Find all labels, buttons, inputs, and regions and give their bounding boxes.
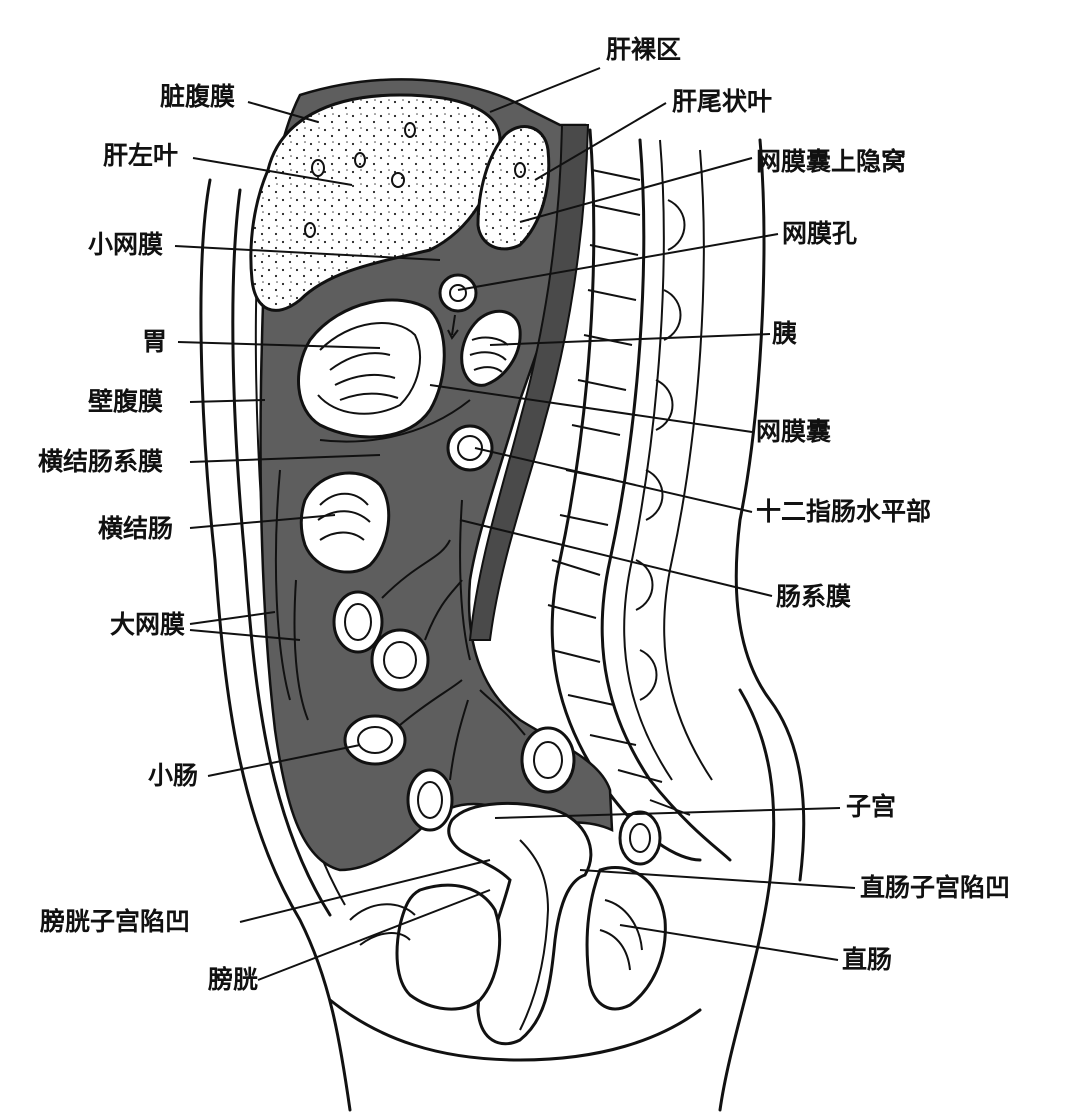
label-wang-mo-nang-shang-yin-wo: 网膜囊上隐窝 bbox=[756, 147, 906, 176]
label-pang-guang: 膀胱 bbox=[207, 965, 258, 994]
label-shi-er-zhi-chang-shui-ping-bu: 十二指肠水平部 bbox=[756, 497, 931, 526]
small-intestine-loops bbox=[332, 539, 576, 832]
transverse-mesocolon-line bbox=[319, 399, 471, 443]
label-zi-gong: 子宫 bbox=[846, 792, 896, 821]
vertebral-column bbox=[547, 128, 732, 862]
greater-omentum-fold bbox=[274, 469, 309, 721]
label-pang-guang-zi-gong-xian-ao: 膀胱子宫陷凹 bbox=[39, 907, 190, 936]
label-xiao-wang-mo: 小网膜 bbox=[88, 230, 163, 259]
labels: 肝裸区 脏腹膜 肝尾状叶 肝左叶 网膜囊上隐窝 小网膜 网膜孔 胃 胰 壁腹膜 … bbox=[38, 35, 1010, 994]
label-gan-wei-zhuang-ye: 肝尾状叶 bbox=[672, 87, 772, 116]
liver-left-lobe-shape bbox=[249, 93, 502, 312]
rectum-upper-loop bbox=[618, 810, 662, 866]
label-wang-mo-kong: 网膜孔 bbox=[782, 219, 857, 248]
stomach-shape bbox=[297, 298, 446, 439]
label-zhi-chang-zi-gong-xian-ao: 直肠子宫陷凹 bbox=[860, 873, 1010, 902]
label-gan-zuo-ye: 肝左叶 bbox=[103, 141, 178, 170]
transverse-colon-shape bbox=[299, 471, 391, 574]
liver-vessels bbox=[304, 122, 526, 238]
great-vessel-band bbox=[468, 124, 590, 641]
label-wang-mo-nang: 网膜囊 bbox=[756, 417, 831, 446]
label-xiao-chang: 小肠 bbox=[148, 761, 198, 790]
bladder-shape bbox=[395, 883, 502, 1011]
label-heng-jie-chang: 横结肠 bbox=[98, 514, 173, 543]
pelvic-floor bbox=[328, 998, 702, 1062]
label-bi-fu-mo: 壁腹膜 bbox=[88, 387, 163, 416]
leader-lines bbox=[174, 67, 856, 981]
label-gan-luo-qu: 肝裸区 bbox=[606, 35, 681, 64]
rectum-shape bbox=[585, 865, 667, 1011]
omental-foramen-shape bbox=[438, 273, 478, 340]
label-zhi-chang: 直肠 bbox=[842, 945, 892, 974]
label-yi: 胰 bbox=[772, 319, 797, 348]
label-da-wang-mo: 大网膜 bbox=[110, 610, 185, 639]
pancreas-shape bbox=[460, 309, 522, 387]
label-chang-xi-mo: 肠系膜 bbox=[776, 582, 851, 611]
label-zang-fu-mo: 脏腹膜 bbox=[160, 82, 235, 111]
duodenum-horizontal-shape bbox=[446, 424, 494, 472]
label-wei: 胃 bbox=[142, 327, 167, 356]
label-heng-jie-chang-xi-mo: 横结肠系膜 bbox=[38, 447, 163, 476]
